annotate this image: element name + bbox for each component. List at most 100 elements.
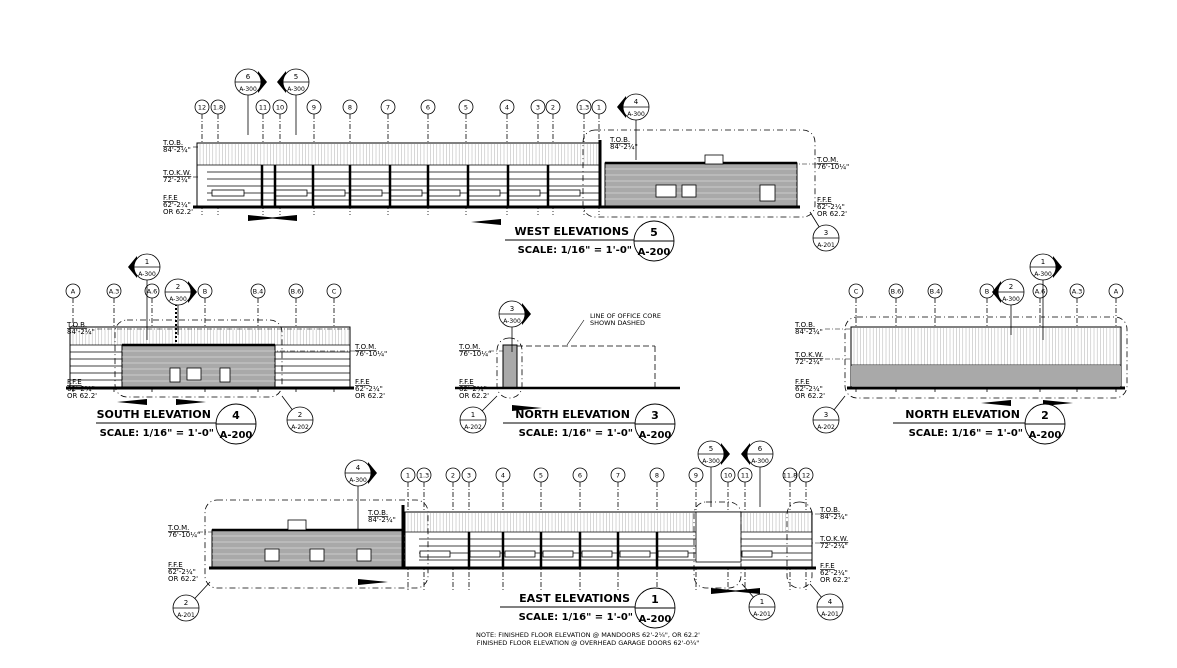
grid-line-label: 12 — [802, 472, 810, 480]
grid-bubble-circle — [210, 99, 226, 115]
view-title-text: EAST ELEVATIONS — [519, 592, 630, 605]
overhead-door-windows — [547, 189, 581, 197]
level-name: F.F.E — [795, 378, 810, 386]
section-arrow-mark — [981, 400, 1011, 406]
callout-sheet: A-202 — [464, 424, 482, 431]
level-name: T.O.B. — [66, 321, 87, 329]
section-marker: 5A-300 — [277, 68, 310, 135]
grid-bubble-circle — [688, 467, 704, 483]
level-marker: T.O.M.76'-10¼" — [797, 156, 849, 171]
grid-line-label: 3 — [536, 104, 540, 112]
arrow-icon — [981, 400, 1011, 406]
section-sheet: A-300 — [287, 86, 305, 93]
level-elevation: 76'-10¼" — [459, 350, 491, 358]
section-arrow-mark — [512, 405, 542, 411]
grid-bubble-circle — [326, 283, 342, 299]
level-marker: T.O.M.76'-10¼" — [167, 524, 212, 539]
grid-line-label: 11 — [741, 472, 749, 480]
grid-bubble-circle — [288, 283, 304, 299]
grid-line-label: 9 — [312, 104, 316, 112]
detail-boundary — [582, 129, 816, 218]
grid-line-label: 10 — [724, 472, 732, 480]
view-title-text: NORTH ELEVATION — [905, 408, 1020, 421]
grid-bubble-circle — [576, 99, 592, 115]
building-outline — [404, 511, 813, 569]
view-title-text: WEST ELEVATIONS — [515, 225, 630, 238]
grid-bubble-circle — [272, 99, 288, 115]
level-alt: OR 62.2' — [168, 575, 198, 583]
view-number: 2 — [1041, 409, 1049, 422]
level-marker: T.O.B.84'-2¼" — [66, 321, 350, 336]
rooftop-unit — [704, 154, 724, 165]
grid-line-label: C — [332, 288, 337, 296]
view-sheet: A-200 — [639, 614, 672, 625]
grid-bubble-circle — [720, 467, 736, 483]
grid-line-label: 10 — [276, 104, 284, 112]
grid-bubble-circle — [798, 467, 814, 483]
arrow-icon — [358, 579, 388, 585]
office-core-note: LINE OF OFFICE CORE — [590, 312, 661, 320]
grid-bubble-circle — [255, 99, 271, 115]
level-elevation: 84'-2¼" — [610, 143, 638, 151]
grid-line-label: 6 — [578, 472, 582, 480]
window — [356, 548, 372, 562]
level-alt: OR 62.2' — [355, 392, 385, 400]
grid-line-label: 3 — [467, 472, 471, 480]
level-elevation: 62'-2¼" — [67, 385, 95, 393]
level-elevation: 84'-2¼" — [795, 328, 823, 336]
grid-bubble-circle — [380, 99, 396, 115]
grid-bubble-circle — [610, 467, 626, 483]
section-arrow-mark — [711, 588, 741, 594]
overhead-door-windows — [467, 189, 501, 197]
overhead-door-windows — [419, 550, 451, 558]
grid-bubble-circle — [927, 283, 943, 299]
grid-bubble-circle — [737, 467, 753, 483]
line — [566, 319, 585, 346]
grid-line-label: B.6 — [291, 288, 302, 296]
arrow-icon — [267, 215, 297, 221]
grid-line-label: 1 — [597, 104, 601, 112]
section-arrow-mark — [248, 215, 278, 221]
section-number: 3 — [510, 305, 514, 313]
level-marker: F.F.E62'-2¼"OR 62.2' — [163, 194, 193, 216]
arrow-icon — [730, 588, 760, 594]
view-number: 5 — [650, 226, 658, 239]
level-name: F.F.E — [459, 378, 474, 386]
grid-line-label: 7 — [616, 472, 620, 480]
level-elevation: 62'-2¼" — [817, 203, 845, 211]
callout-number: 3 — [824, 229, 828, 237]
level-elevation: 76'-10¼" — [168, 531, 200, 539]
grid-line-label: 11.8 — [783, 472, 797, 480]
grid-bubble-circle — [445, 467, 461, 483]
callout-sheet: A-201 — [177, 612, 195, 619]
callout-sheet: A-201 — [821, 611, 839, 618]
grid-bubble-circle — [782, 467, 798, 483]
section-marker: 6A-300 — [741, 440, 774, 507]
section-arrow-icon — [992, 281, 1001, 303]
section-sheet: A-300 — [239, 86, 257, 93]
overhead-door-windows — [542, 550, 574, 558]
level-elevation: 62'-2¼" — [795, 385, 823, 393]
detail-boundary — [496, 337, 523, 399]
detail-boundary — [693, 501, 742, 589]
view-number: 1 — [651, 593, 659, 606]
section-number: 1 — [1041, 258, 1045, 266]
overhead-door-windows — [469, 550, 501, 558]
level-name: T.O.B. — [819, 506, 840, 514]
callout-sheet: A-202 — [817, 424, 835, 431]
section-number: 2 — [176, 283, 180, 291]
grid-bubble-circle — [1108, 283, 1124, 299]
section-marker: 1A-300 — [1029, 253, 1062, 340]
grid-bubble-circle — [250, 283, 266, 299]
grid-bubble-circle — [888, 283, 904, 299]
callout-number: 2 — [184, 599, 188, 607]
level-name: T.O.M. — [816, 156, 838, 164]
section-number: 5 — [709, 445, 713, 453]
grid-bubble-circle — [144, 283, 160, 299]
level-name: T.O.B. — [162, 139, 183, 147]
section-arrow-icon — [522, 303, 531, 325]
grid-line-label: B — [985, 288, 989, 296]
